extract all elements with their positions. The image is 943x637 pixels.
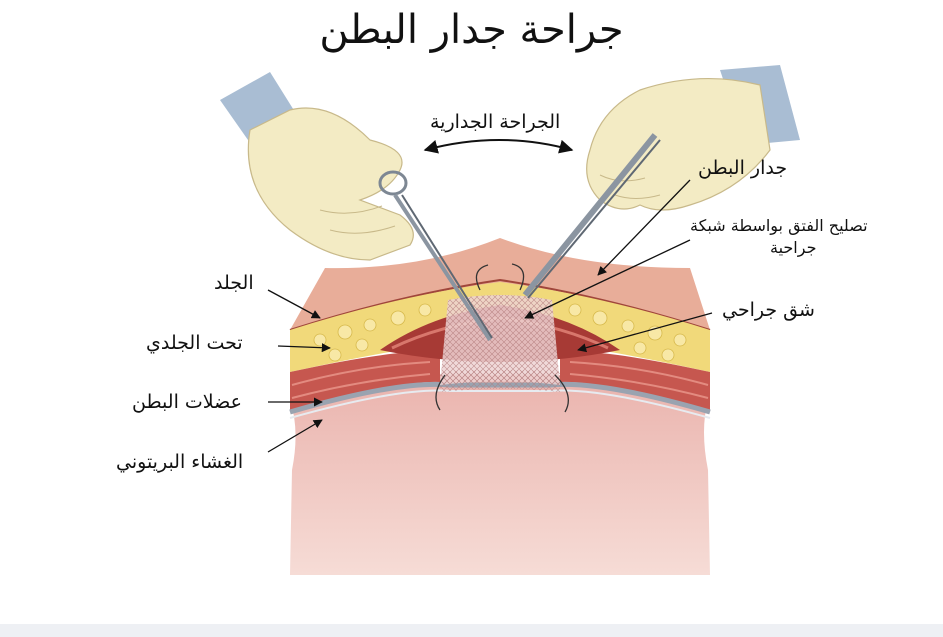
surgical-scissors — [378, 170, 493, 342]
diagram-title: جراحة جدار البطن — [319, 7, 624, 53]
label-skin: الجلد — [214, 272, 254, 294]
label-abdominal-wall: جدار البطن — [698, 157, 788, 179]
pointer-incision — [577, 312, 713, 353]
double-arrow — [423, 139, 574, 154]
label-hernia-mesh-line2: جراحية — [770, 238, 817, 257]
label-hernia-mesh-line1: تصليح الفتق بواسطة شبكة — [690, 216, 868, 235]
pointer-peritoneum — [267, 419, 323, 453]
right-gloved-hand — [586, 65, 800, 211]
pointer-skin — [267, 289, 321, 319]
pointer-abdominal-wall — [597, 179, 691, 276]
muscle-layer — [290, 351, 710, 412]
label-abdominal-muscles: عضلات البطن — [132, 391, 242, 413]
left-gloved-hand — [220, 72, 414, 261]
pointer-subcutaneous — [277, 343, 331, 353]
bottom-strip — [0, 624, 943, 637]
label-peritoneum: الغشاء البريتوني — [116, 451, 244, 473]
surgical-forceps — [522, 133, 661, 299]
label-incision: شق جراحي — [722, 299, 815, 321]
pointer-mesh — [524, 239, 691, 319]
label-subcutaneous: تحت الجلدي — [146, 332, 243, 354]
label-parietal-surgery: الجراحة الجدارية — [430, 111, 561, 133]
abdominal-cavity — [290, 374, 710, 575]
pointer-lines — [267, 139, 713, 453]
